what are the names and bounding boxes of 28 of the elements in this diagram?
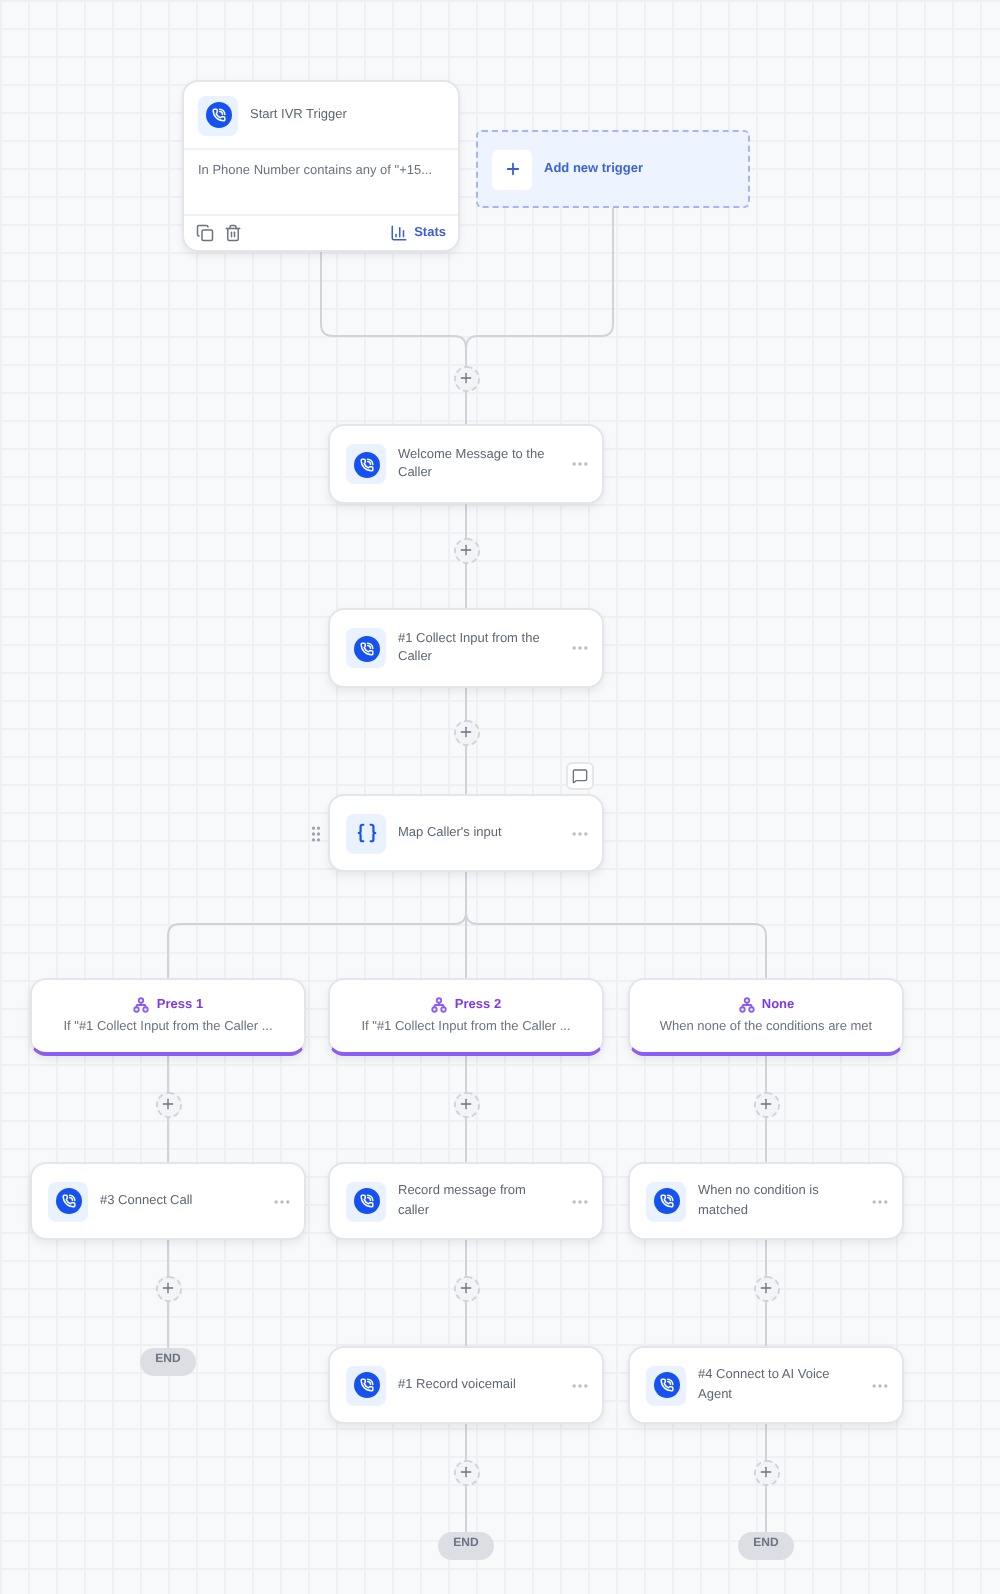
connector-line — [465, 911, 767, 979]
step-card — [628, 1346, 904, 1424]
connector-line — [167, 911, 467, 979]
branch-card — [30, 978, 306, 1056]
connector-line — [167, 1055, 169, 1163]
connector-line — [465, 911, 467, 979]
trigger-card — [182, 80, 460, 252]
connector-line — [765, 1423, 767, 1533]
step-card — [628, 1162, 904, 1240]
add-trigger-card — [476, 130, 750, 208]
branch-card — [628, 978, 904, 1056]
step-card — [328, 424, 604, 504]
connector-line — [465, 207, 614, 349]
connector-line — [320, 251, 467, 349]
connector-line — [765, 1055, 767, 1163]
connector-line — [465, 1239, 467, 1347]
step-card — [328, 1346, 604, 1424]
branch-card — [328, 978, 604, 1056]
connector-line — [465, 871, 467, 913]
connector-line — [167, 1239, 169, 1349]
connector-line — [465, 1423, 467, 1533]
step-card — [30, 1162, 306, 1240]
connector-line — [465, 687, 467, 795]
connector-line — [765, 1239, 767, 1347]
connector-line — [465, 1055, 467, 1163]
step-card — [328, 1162, 604, 1240]
step-card — [328, 608, 604, 688]
step-card — [328, 794, 604, 872]
